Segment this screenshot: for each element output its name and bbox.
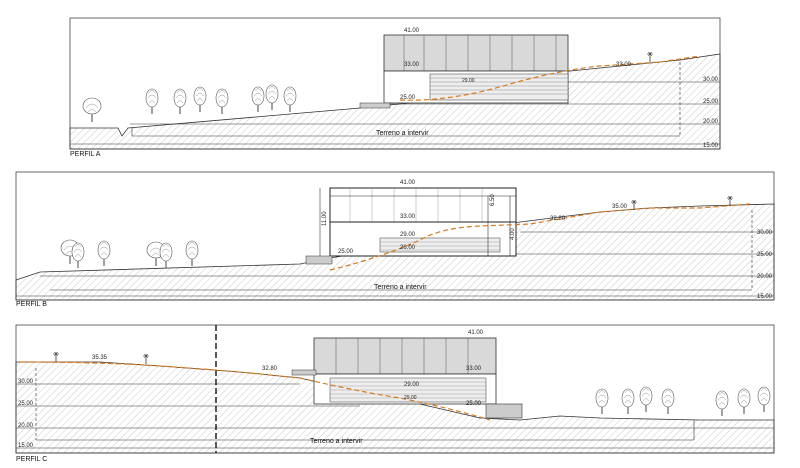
profile-c-elev-5: 29.00: [404, 382, 420, 388]
profile-c-elev-1: 41.00: [468, 330, 484, 336]
profile-b-elev-7: 35.00: [612, 204, 628, 210]
profile-a-level-20: 20.00: [703, 119, 719, 125]
profile-a-elev-2: 33.00: [404, 62, 420, 68]
profile-b-level-25: 25.00: [757, 252, 773, 258]
profile-b-elev-2: 33.00: [400, 214, 416, 220]
profile-b-level-lines: [16, 231, 774, 297]
profile-b-title: PERFIL B: [16, 301, 47, 308]
profile-c-pylon-1: [52, 351, 60, 363]
profile-c-level-20: 20.00: [18, 423, 34, 429]
profile-a-level-30: 30.00: [703, 77, 719, 83]
profile-b-building-upper: [329, 187, 517, 223]
profile-b-trees: [60, 239, 199, 269]
profile-b-elev-5: 25.00: [338, 249, 354, 255]
profile-a-elev-3: 29.00: [462, 78, 475, 84]
profile-b-vert-1: 11.00: [322, 211, 328, 226]
profile-c-level-15: 15.00: [18, 443, 34, 449]
profile-a-elev-5: 33.00: [616, 62, 632, 68]
profile-a-level-25: 25.00: [703, 99, 719, 105]
profile-c-elev-3: 32.80: [262, 366, 278, 372]
profile-c-level-25: 25.00: [18, 401, 34, 407]
profile-b-pylon-2: [726, 195, 734, 207]
profile-c-level-lines: [16, 383, 774, 449]
profile-a-level-lines: [70, 81, 720, 145]
profile-c-elev-4: 33.00: [466, 366, 482, 372]
profile-c: 41.00 35.35 32.80 33.00 29.00 25.00 29.0…: [15, 324, 775, 463]
profile-a-level-15: 15.00: [703, 143, 719, 149]
profile-c-building-upper: [313, 337, 497, 375]
profile-b-terrain-label: Terreno a intervir: [374, 284, 427, 291]
profile-a-elev-4: 25.00: [400, 95, 416, 101]
profile-a-proposed-grade: [399, 55, 701, 101]
profile-b-elev-4: 26.00: [400, 245, 416, 251]
profile-a-building-upper: [383, 34, 569, 72]
profile-a-title: PERFIL A: [70, 151, 101, 158]
profile-a-pylon: [646, 51, 654, 63]
profile-c-title: PERFIL C: [16, 456, 47, 463]
profile-b-level-20: 20.00: [757, 274, 773, 280]
profile-c-elev-2: 35.35: [92, 355, 108, 361]
profile-b-pylon-1: [630, 199, 638, 211]
profile-c-level-30: 30.00: [18, 379, 34, 385]
profile-b-vert-2: 6.50: [490, 194, 496, 206]
profile-b-level-15: 15.00: [757, 294, 773, 300]
profile-b: 41.00 33.00 29.00 26.00 25.00 32.80 35.0…: [15, 171, 775, 308]
profile-c-elev-6: 25.00: [466, 401, 482, 407]
profile-c-elev-7: 29.00: [404, 395, 417, 401]
profile-b-elev-3: 29.00: [400, 232, 416, 238]
profile-c-trees: [595, 386, 771, 417]
profile-b-proposed-grade: [329, 203, 751, 271]
profile-a-terrain-label: Terreno a intervir: [376, 130, 429, 137]
profile-b-elev-6: 32.80: [550, 216, 566, 222]
profile-a: 41.00 33.00 29.00 25.00 33.00 30.00 25.0…: [69, 17, 721, 158]
profile-b-level-30: 30.00: [757, 230, 773, 236]
profile-c-proposed-grade: [19, 361, 491, 421]
profile-a-elev-1: 41.00: [404, 28, 420, 34]
profile-c-pylon-2: [142, 353, 150, 365]
profile-b-vert-3: 4.00: [510, 228, 516, 240]
profile-b-elev-1: 41.00: [400, 180, 416, 186]
profile-c-terrain-label: Terreno a intervir: [310, 438, 363, 445]
